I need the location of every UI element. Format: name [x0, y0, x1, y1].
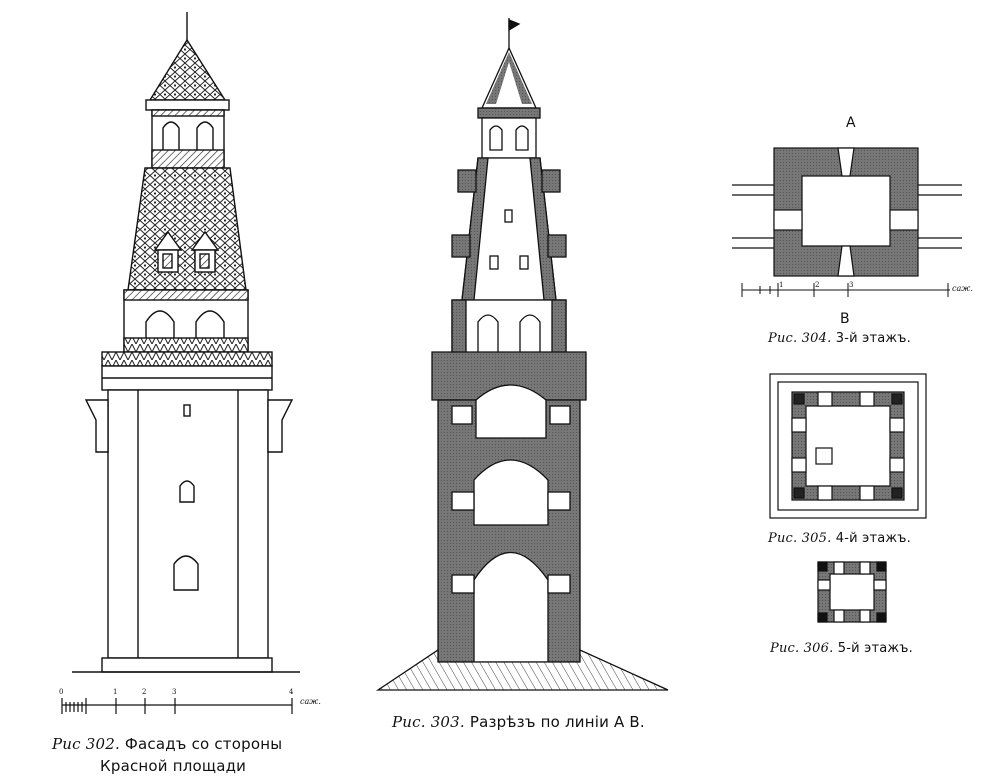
caption-fig303: Рис. 303. Разрѣзъ по линіи А В. [392, 713, 645, 731]
slit-window [183, 404, 191, 417]
scale-tick-label: 2 [815, 281, 820, 289]
facade-elevation [72, 12, 300, 673]
scale-unit-label: саж. [952, 284, 973, 293]
caption-fig304: Рис. 304. 3-й этажъ. [768, 331, 911, 346]
scale-bar-fig304 [741, 283, 950, 297]
lower-chamber [473, 552, 549, 663]
arched-window [173, 555, 199, 591]
wall-openings [791, 391, 905, 501]
plan-fifth-floor [817, 561, 887, 623]
scale-tick-label: 3 [172, 688, 177, 696]
figure-number: Рис. 304. [768, 331, 832, 346]
figure-number: Рис 302. [52, 735, 120, 753]
scale-tick-label: 1 [779, 281, 784, 289]
scale-tick-label: 0 [59, 688, 64, 696]
caption-text: 5-й этажъ. [837, 641, 914, 656]
tower-plinth [101, 657, 273, 673]
upper-chamber [475, 384, 547, 439]
figure-number: Рис. 303. [392, 713, 465, 731]
scale-tick-label: 3 [849, 281, 854, 289]
roof-dormer [153, 230, 183, 273]
scale-unit-label: саж. [300, 697, 321, 706]
caption-text: Разрѣзъ по линіи А В. [469, 713, 645, 731]
figure-number: Рис. 305. [768, 531, 832, 546]
main-tent-roof [127, 167, 247, 291]
upper-tent-roof [148, 38, 227, 101]
ground-section [375, 648, 669, 691]
plan-fourth-floor [769, 373, 927, 519]
scale-bar-fig302 [61, 698, 293, 714]
caption-fig306: Рис. 306. 5-й этажъ. [770, 641, 913, 656]
caption-text: Фасадъ со стороны [124, 735, 283, 753]
caption-fig302: Рис 302. Фасадъ со стороны [52, 735, 282, 753]
corner-piers [793, 393, 903, 499]
caption-text: 3-й этажъ. [835, 331, 912, 346]
caption-fig305: Рис. 305. 4-й этажъ. [768, 531, 911, 546]
figure-number: Рис. 306. [770, 641, 834, 656]
section-drawing [375, 18, 669, 691]
upper-cornice [145, 99, 230, 111]
flag [508, 19, 521, 32]
tower-shaft [107, 389, 269, 659]
gallery-balustrade [101, 351, 273, 367]
middle-chamber [473, 459, 549, 526]
wall-merlon-left [84, 399, 109, 453]
section-gallery [431, 351, 587, 401]
scale-tick-label: 4 [289, 688, 294, 696]
roof-dormer [190, 230, 220, 273]
small-arched-window [179, 480, 195, 503]
scale-tick-label: 1 [113, 688, 118, 696]
caption-fig302-line2: Красной площади [100, 757, 247, 775]
section-arcade [451, 299, 567, 361]
section-label-b: B [840, 311, 850, 327]
section-label-a: A [846, 115, 856, 131]
caption-text: 4-й этажъ. [835, 531, 912, 546]
wall-merlon-right [267, 399, 294, 453]
scale-tick-label: 2 [142, 688, 147, 696]
plan-third-floor [732, 147, 962, 277]
plan-inner-room [801, 175, 891, 247]
